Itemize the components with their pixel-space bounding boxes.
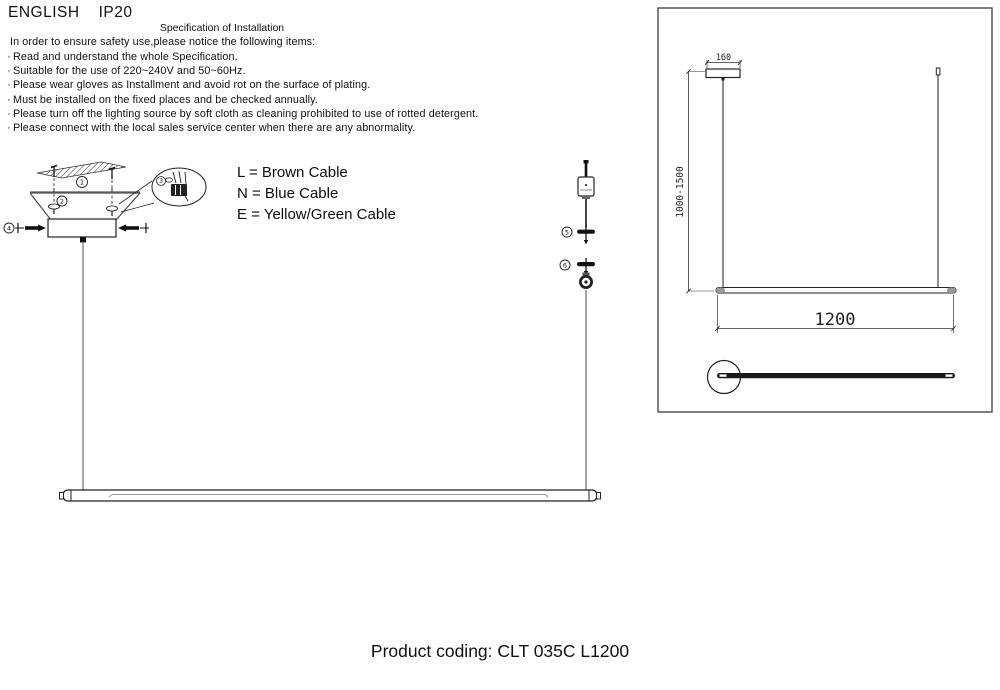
canopy-box (47, 218, 117, 238)
list-item-text: Please connect with the local sales serv… (13, 122, 416, 135)
bar-end-cap (947, 287, 956, 293)
header: ENGLISH IP20 (8, 4, 132, 22)
legend-line-neutral: N = Blue Cable (237, 185, 339, 202)
wiring-legend: L = Brown Cable N = Blue Cable E = Yello… (237, 162, 396, 225)
dim-fixture-length: 1200 (714, 295, 957, 333)
cable-gripper-detail: 5 6 (559, 160, 595, 289)
callout-number: 4 (7, 224, 11, 232)
side-screw-left: 4 (3, 222, 46, 234)
ip-rating-label: IP20 (98, 4, 133, 21)
spec-instructions-list: ·Read and understand the whole Specifica… (5, 50, 478, 135)
end-nub (596, 492, 601, 500)
callout-plate-screw: 2 (56, 195, 68, 207)
callout-cable-lock-screw: 5 (561, 226, 573, 238)
list-item-text: Suitable for the use of 220~240V and 50~… (13, 65, 246, 78)
list-item-text: Read and understand the whole Specificat… (13, 51, 238, 63)
list-item: ·Read and understand the whole Specifica… (5, 50, 478, 64)
dimension-panel: 160 1000-1500 (657, 7, 993, 413)
gripper-flange (582, 196, 590, 199)
callout-mounting-plate: 1 (76, 176, 88, 188)
callout-number: 3 (159, 178, 163, 185)
product-coding: Product coding: CLT 035C L1200 (370, 641, 630, 661)
lock-screw-icon (577, 258, 595, 276)
language-label: ENGLISH (8, 4, 80, 21)
pendant-front-view (59, 237, 601, 502)
bullet: · (7, 79, 11, 92)
list-item-text: Please wear gloves as Installment and av… (13, 79, 371, 92)
bullet: · (7, 93, 11, 106)
magnifier-line (120, 202, 155, 213)
rod (717, 373, 955, 379)
light-bar-side (715, 286, 957, 294)
pendant-rod-view (706, 359, 955, 395)
gripper-nut-icon (579, 272, 593, 289)
screw-icon (108, 166, 116, 205)
lock-screw-icon (577, 226, 595, 245)
spec-intro: In order to ensure safety use,please not… (10, 36, 316, 48)
callout-number: 6 (563, 261, 567, 269)
cable-connector (935, 67, 941, 76)
list-item: ·Please connect with the local sales ser… (5, 121, 478, 135)
list-item-text: Please turn off the lighting source by s… (13, 107, 479, 120)
side-screw-right (118, 223, 149, 233)
screw-rotation-icon (48, 203, 60, 214)
list-item-text: Must be installed on the fixed places an… (13, 93, 318, 106)
list-item: ·Please wear gloves as Installment and a… (5, 78, 478, 92)
screw-rotation-icon (106, 205, 118, 216)
magnifier-line (118, 180, 153, 205)
callout-number: 2 (60, 197, 64, 205)
dim-label-length: 1200 (815, 310, 856, 330)
dim-canopy-width: 160 (704, 53, 743, 68)
dim-label-160: 160 (716, 53, 731, 63)
bullet: · (7, 122, 11, 135)
callout-cable-gripper-nut: 6 (559, 259, 571, 271)
cable-exit (80, 237, 86, 243)
bullet: · (7, 107, 11, 120)
callout-number: 1 (80, 178, 84, 186)
gripper-body (577, 176, 595, 197)
spec-title: Specification of Installation (159, 22, 285, 34)
cable-tip (583, 160, 589, 164)
bar-end-cap (716, 287, 725, 293)
list-item: ·Suitable for the use of 220~240V and 50… (5, 64, 478, 78)
dim-label-height: 1000-1500 (675, 166, 686, 218)
callout-number: 5 (565, 228, 569, 236)
canopy-plate (705, 68, 741, 79)
ceiling-mount-diagram: 1 2 (3, 161, 207, 238)
terminal-block-detail: 3 (156, 170, 189, 202)
list-item: ·Please turn off the lighting source by … (5, 107, 478, 121)
canopy-side (115, 192, 141, 221)
dim-suspension-height: 1000-1500 (675, 68, 714, 294)
end-nub (59, 492, 64, 500)
light-bar (62, 489, 598, 502)
bullet: · (7, 65, 11, 78)
legend-line-live: L = Brown Cable (237, 164, 348, 181)
bullet: · (7, 51, 11, 63)
list-item: ·Must be installed on the fixed places a… (5, 93, 478, 107)
legend-line-earth: E = Yellow/Green Cable (237, 206, 396, 223)
canopy-side (29, 192, 52, 221)
